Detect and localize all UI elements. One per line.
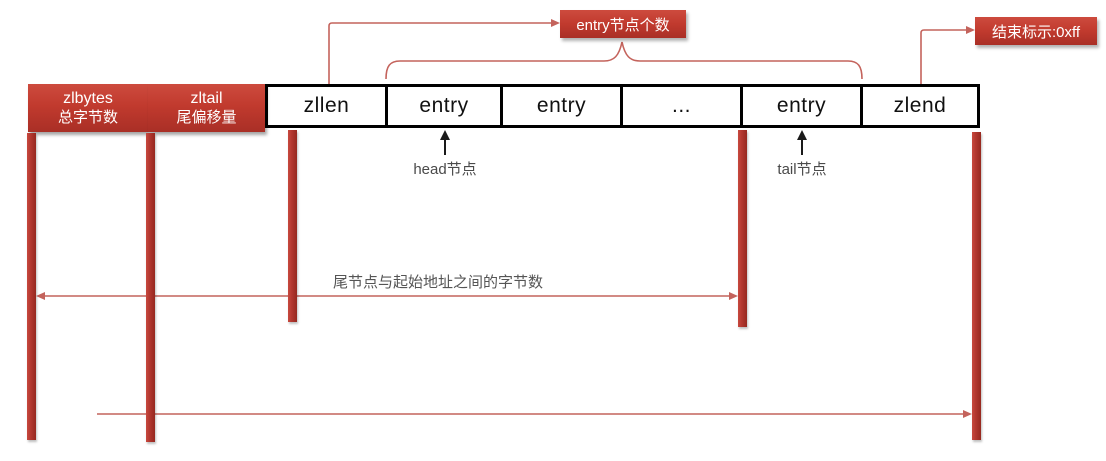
zlend-callout-arrowhead-icon — [966, 26, 975, 34]
cell-zltail: zltail 尾偏移量 — [148, 84, 265, 132]
cell-zllen: zllen — [303, 94, 350, 117]
cell-zlbytes-sublabel: 总字节数 — [57, 108, 118, 126]
cell-zltail-label: zltail — [190, 89, 223, 107]
cell-zlend: zlend — [860, 87, 977, 125]
tail-node-label: tail节点 — [777, 161, 827, 178]
cell-zlbytes: zlbytes 总字节数 — [28, 84, 148, 132]
zllen-start-bar — [288, 130, 297, 322]
tail-offset-note: 尾节点与起始地址之间的字节数 — [333, 274, 544, 291]
cell-ellipsis: ... — [620, 87, 740, 125]
entry-count-callout: entry节点个数 — [560, 10, 686, 38]
zlend-end-bar — [972, 132, 981, 440]
cell-zlbytes-label: zlbytes — [63, 89, 113, 107]
entries-brace — [385, 41, 863, 80]
head-node-label: head节点 — [413, 161, 477, 178]
ziplist-row: zllen entry entry ... entry zlend — [265, 84, 980, 128]
tail-arrowhead-icon — [797, 130, 807, 140]
tail-entry-bar — [738, 130, 747, 327]
zllen-callout-line — [328, 22, 551, 84]
total-span-arrowhead-icon — [963, 410, 972, 418]
cell-entry-tail: entry — [740, 87, 860, 125]
tail-offset-left-arrowhead-icon — [36, 292, 45, 300]
cell-entry-head: entry — [385, 87, 500, 125]
zltail-start-bar — [146, 133, 155, 442]
cell-entry: entry — [500, 87, 620, 125]
cell-zltail-sublabel: 尾偏移量 — [176, 108, 237, 126]
head-arrowhead-icon — [440, 130, 450, 140]
zlend-callout-line — [920, 29, 966, 84]
zlbytes-start-bar — [27, 133, 36, 440]
end-marker-callout: 结束标示:0xff — [975, 17, 1097, 45]
tail-offset-right-arrowhead-icon — [729, 292, 738, 300]
zllen-callout-arrowhead-icon — [551, 19, 560, 27]
